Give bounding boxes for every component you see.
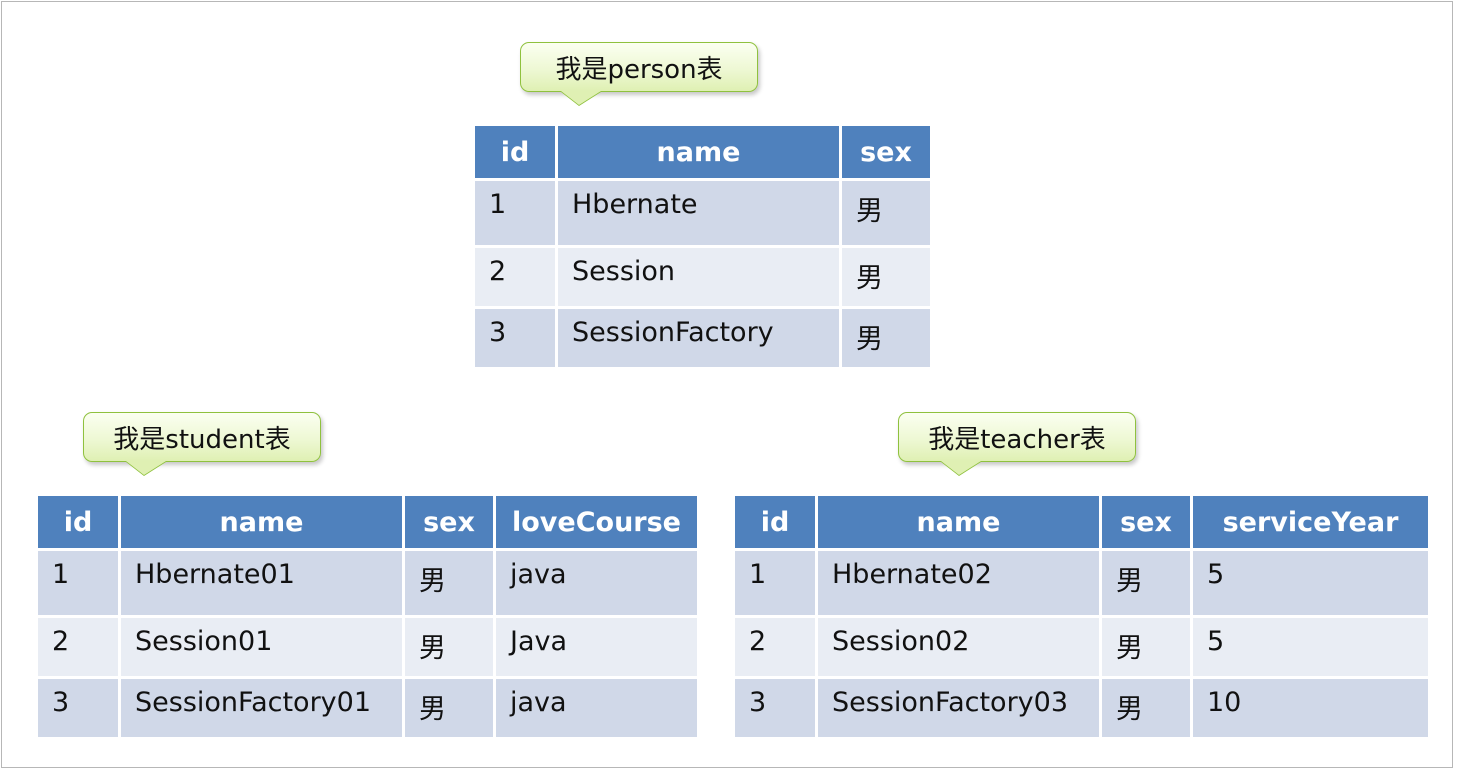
teacher-cell-name: Session02 bbox=[818, 618, 1099, 676]
person-cell-id: 2 bbox=[475, 248, 555, 306]
teacher-cell-id: 3 bbox=[735, 679, 815, 737]
teacher-cell-sex: 男 bbox=[1102, 618, 1190, 676]
student-cell-id: 3 bbox=[38, 679, 118, 737]
table-row: 2 Session02 男 5 bbox=[735, 618, 1428, 676]
table-row: 1 Hbernate 男 bbox=[475, 181, 930, 245]
person-cell-name: Session bbox=[558, 248, 839, 306]
student-cell-id: 2 bbox=[38, 618, 118, 676]
person-cell-id: 1 bbox=[475, 181, 555, 245]
person-cell-sex: 男 bbox=[842, 309, 930, 367]
table-row: 3 SessionFactory03 男 10 bbox=[735, 679, 1428, 737]
teacher-table: id name sex serviceYear 1 Hbernate02 男 5… bbox=[732, 493, 1431, 740]
table-row: 1 Hbernate01 男 java bbox=[38, 551, 697, 615]
student-table: id name sex loveCourse 1 Hbernate01 男 ja… bbox=[35, 493, 700, 740]
student-header-id: id bbox=[38, 496, 118, 548]
table-row: 3 SessionFactory01 男 java bbox=[38, 679, 697, 737]
teacher-header-row: id name sex serviceYear bbox=[735, 496, 1428, 548]
teacher-cell-name: Hbernate02 bbox=[818, 551, 1099, 615]
person-cell-name: SessionFactory bbox=[558, 309, 839, 367]
student-cell-sex: 男 bbox=[405, 618, 493, 676]
student-cell-lovecourse: Java bbox=[496, 618, 697, 676]
person-table: id name sex 1 Hbernate 男 2 Session 男 3 S… bbox=[472, 123, 933, 370]
teacher-cell-sex: 男 bbox=[1102, 679, 1190, 737]
student-cell-id: 1 bbox=[38, 551, 118, 615]
teacher-header-id: id bbox=[735, 496, 815, 548]
student-cell-sex: 男 bbox=[405, 551, 493, 615]
table-row: 2 Session01 男 Java bbox=[38, 618, 697, 676]
student-header-name: name bbox=[121, 496, 402, 548]
teacher-table-callout: 我是teacher表 bbox=[898, 412, 1136, 475]
person-table-label: 我是person表 bbox=[555, 54, 723, 85]
teacher-cell-serviceyear: 5 bbox=[1193, 551, 1428, 615]
teacher-cell-id: 1 bbox=[735, 551, 815, 615]
teacher-header-name: name bbox=[818, 496, 1099, 548]
teacher-header-serviceyear: serviceYear bbox=[1193, 496, 1428, 548]
teacher-cell-serviceyear: 5 bbox=[1193, 618, 1428, 676]
student-header-row: id name sex loveCourse bbox=[38, 496, 697, 548]
person-header-name: name bbox=[558, 126, 839, 178]
person-cell-sex: 男 bbox=[842, 181, 930, 245]
student-cell-name: Hbernate01 bbox=[121, 551, 402, 615]
person-cell-name: Hbernate bbox=[558, 181, 839, 245]
student-cell-lovecourse: java bbox=[496, 679, 697, 737]
student-header-sex: sex bbox=[405, 496, 493, 548]
person-header-id: id bbox=[475, 126, 555, 178]
student-table-label: 我是student表 bbox=[113, 424, 291, 455]
person-header-sex: sex bbox=[842, 126, 930, 178]
teacher-cell-name: SessionFactory03 bbox=[818, 679, 1099, 737]
student-cell-name: SessionFactory01 bbox=[121, 679, 402, 737]
person-cell-id: 3 bbox=[475, 309, 555, 367]
table-row: 1 Hbernate02 男 5 bbox=[735, 551, 1428, 615]
teacher-cell-serviceyear: 10 bbox=[1193, 679, 1428, 737]
student-table-callout: 我是student表 bbox=[83, 412, 321, 475]
student-header-lovecourse: loveCourse bbox=[496, 496, 697, 548]
table-row: 3 SessionFactory 男 bbox=[475, 309, 930, 367]
person-header-row: id name sex bbox=[475, 126, 930, 178]
teacher-cell-sex: 男 bbox=[1102, 551, 1190, 615]
teacher-cell-id: 2 bbox=[735, 618, 815, 676]
teacher-header-sex: sex bbox=[1102, 496, 1190, 548]
student-cell-sex: 男 bbox=[405, 679, 493, 737]
person-table-callout: 我是person表 bbox=[520, 42, 758, 105]
teacher-table-label: 我是teacher表 bbox=[928, 424, 1106, 455]
person-cell-sex: 男 bbox=[842, 248, 930, 306]
table-row: 2 Session 男 bbox=[475, 248, 930, 306]
student-cell-lovecourse: java bbox=[496, 551, 697, 615]
student-cell-name: Session01 bbox=[121, 618, 402, 676]
